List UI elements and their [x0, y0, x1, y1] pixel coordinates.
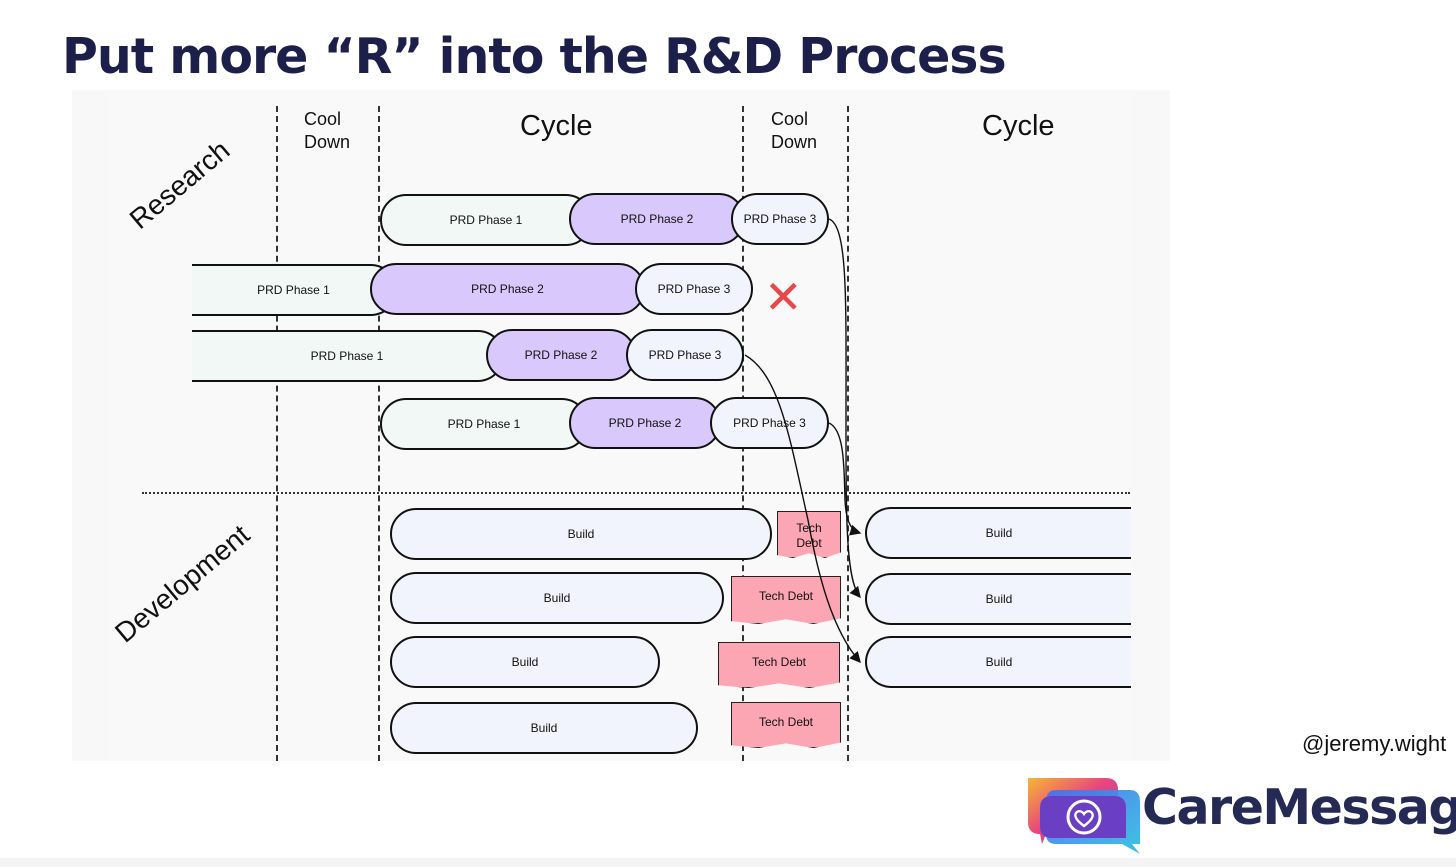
prd-phase-1-pill: PRD Phase 1: [380, 398, 588, 450]
arrow-connector: [828, 422, 862, 536]
lane-divider: [142, 492, 1130, 494]
arrow-connector: [828, 218, 861, 599]
prd-phase-1-pill: PRD Phase 1: [380, 194, 592, 246]
prd-phase-2-pill: PRD Phase 2: [569, 193, 745, 245]
column-header-cool-down: Cool Down: [304, 109, 351, 152]
build-pill: Build: [390, 636, 660, 688]
brand-name: CareMessage: [1142, 779, 1456, 836]
column-header-cool-down: Cool Down: [771, 109, 818, 152]
build-pill: Build: [390, 702, 698, 754]
divider-line: [847, 106, 849, 761]
prd-phase-3-pill: PRD Phase 3: [635, 263, 753, 315]
prd-phase-3-pill: PRD Phase 3: [731, 193, 829, 245]
footer-strip: [0, 858, 1456, 867]
arrow-connector: [744, 354, 861, 664]
prd-phase-2-pill: PRD Phase 2: [569, 397, 721, 449]
prd-phase-1-pill: PRD Phase 1: [192, 330, 504, 382]
slide-title: Put more “R” into the R&D Process: [62, 28, 1007, 85]
build-pill: Build: [865, 636, 1131, 688]
column-header-cycle: Cycle: [982, 110, 1055, 142]
divider-line: [378, 106, 380, 761]
build-pill: Build: [865, 573, 1131, 625]
prd-phase-3-pill: PRD Phase 3: [626, 329, 744, 381]
build-pill: Build: [390, 508, 772, 560]
cancel-x-icon: ✕: [764, 270, 803, 324]
author-handle: @jeremy.wight: [1302, 731, 1447, 756]
tech-debt-card: Tech Debt: [718, 642, 840, 688]
divider-line: [276, 106, 278, 761]
prd-phase-3-pill: PRD Phase 3: [710, 397, 829, 449]
column-header-cycle: Cycle: [520, 110, 593, 142]
build-pill: Build: [390, 572, 724, 624]
build-pill: Build: [865, 507, 1131, 559]
caremessage-logo-icon: [1028, 778, 1140, 854]
